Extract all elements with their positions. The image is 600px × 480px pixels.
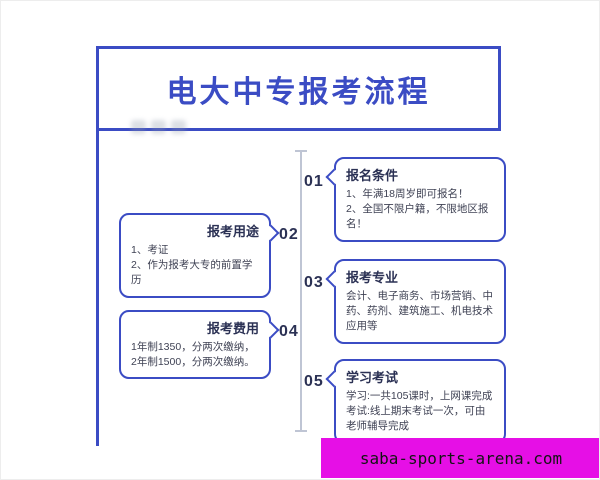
bubble-title: 报考用途 — [206, 224, 259, 239]
ad-banner-text: saba-sports-arena.com — [359, 448, 563, 468]
bubble-text-line: 1、年满18周岁即可报名！ — [346, 188, 469, 200]
step-number-03: 03 — [304, 274, 324, 291]
page-title: 电大中专报考流程 — [166, 75, 431, 109]
bubble-tail-icon — [262, 321, 280, 339]
header-box: 电大中专报考流程 — [96, 46, 501, 131]
bubble-title: 报考费用 — [206, 321, 259, 336]
bubble-tail-icon — [325, 270, 343, 288]
step-number-04: 04 — [279, 323, 299, 340]
step-bubble-04: 报考费用 1年制1350，分两次缴纳， 2年制1500，分两次缴纳。 — [119, 310, 280, 380]
step-number-05: 05 — [304, 373, 324, 390]
ad-banner: saba-sports-arena.com — [321, 438, 599, 478]
step-number-01: 01 — [304, 173, 324, 190]
step-bubble-03: 报考专业 会计、电子商务、市场营销、中药、药剂、建筑施工、机电技术应用等 — [325, 259, 506, 344]
left-frame-line — [96, 129, 99, 446]
bubble-text-line: 会计、电子商务、市场营销、中药、药剂、建筑施工、机电技术应用等 — [346, 290, 493, 333]
step-number-02: 02 — [279, 226, 299, 243]
bubble-title: 报考专业 — [346, 270, 399, 285]
bubble-tail-icon — [325, 168, 343, 186]
bubble-text-line: 1、考证 — [131, 244, 169, 256]
bubble-text-line: 1年制1350，分两次缴纳， — [131, 341, 255, 353]
bubble-text-line: 2年制1500，分两次缴纳。 — [131, 356, 255, 369]
step-bubble-05: 学习考试 学习:一共105课时，上网课完成 考试:线上期末考试一次，可由老师辅导… — [325, 359, 506, 444]
timeline-line — [300, 151, 302, 431]
bubble-tail-icon — [325, 370, 343, 388]
bubble-text-line: 考试:线上期末考试一次，可由老师辅导完成 — [346, 405, 486, 433]
bubble-title: 学习考试 — [346, 370, 399, 385]
bubble-text-line: 2、全国不限户籍，不限地区报名！ — [346, 203, 489, 231]
step-bubble-02: 报考用途 1、考证 2、作为报考大专的前置学历 — [119, 213, 280, 298]
bubble-text-line: 2、作为报考大专的前置学历 — [131, 259, 253, 287]
step-bubble-01: 报名条件 1、年满18周岁即可报名！ 2、全国不限户籍，不限地区报名！ — [325, 157, 506, 242]
bubble-title: 报名条件 — [346, 168, 399, 183]
bubble-text-line: 学习:一共105课时，上网课完成 — [346, 390, 493, 402]
bubble-tail-icon — [262, 224, 280, 242]
watermark — [131, 117, 197, 137]
timeline-cap-bottom — [295, 430, 307, 432]
timeline-cap-top — [295, 150, 307, 152]
